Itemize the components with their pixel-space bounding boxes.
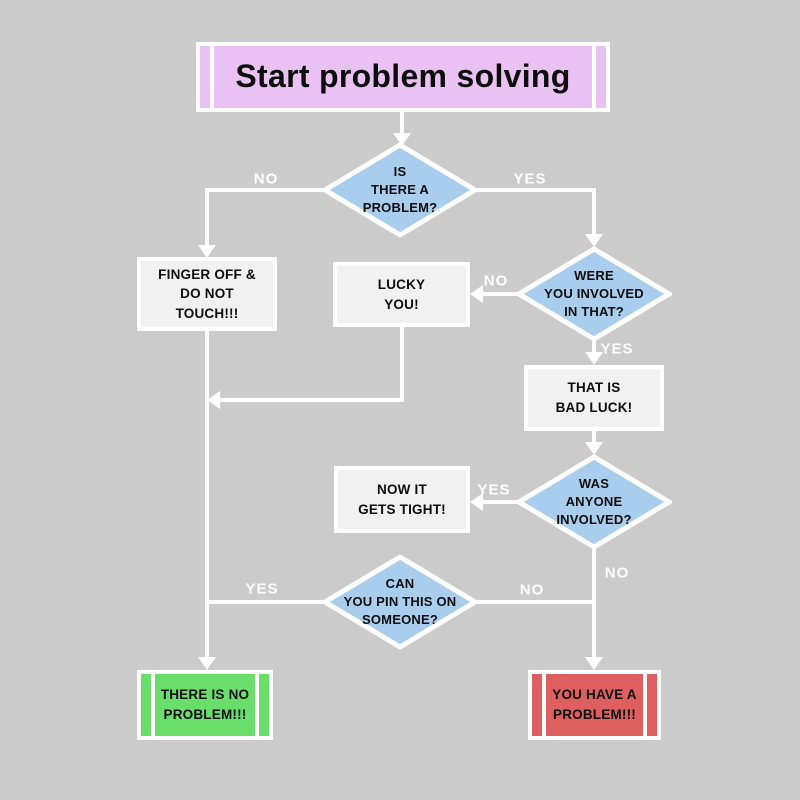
start-node-label: Start problem solving (235, 58, 571, 95)
end-have-problem: YOU HAVE A PROBLEM!!! (528, 670, 661, 740)
process-bad-luck-label: THAT IS BAD LUCK! (555, 380, 633, 415)
edge-problem-no-v (205, 188, 209, 247)
arrowhead-into-anyone-icon (585, 442, 603, 455)
arrowhead-lucky-merge-icon (207, 391, 220, 409)
arrowhead-into-have-problem-icon (585, 657, 603, 670)
end-have-problem-sidebar-right (643, 674, 647, 736)
edge-lucky-return-h (218, 398, 404, 402)
edge-involved-yes (592, 339, 596, 354)
decision-was-anyone-involved-label: WAS ANYONE INVOLVED? (556, 475, 632, 528)
decision-was-anyone-involved: WAS ANYONE INVOLVED? (516, 454, 672, 550)
edge-problem-no-h (205, 188, 327, 192)
edge-label-anyone-no: NO (604, 564, 630, 582)
start-node-sidebar-right (592, 46, 596, 108)
edge-anyone-yes (483, 500, 519, 504)
arrowhead-into-no-problem-icon (198, 657, 216, 670)
edge-label-involved-no: NO (483, 272, 509, 290)
end-no-problem: THERE IS NO PROBLEM!!! (137, 670, 273, 740)
end-have-problem-label: YOU HAVE A PROBLEM!!! (552, 687, 637, 722)
edge-involved-no (483, 292, 519, 296)
diamond-shape-icon (322, 554, 478, 650)
arrowhead-into-problem-icon (393, 133, 411, 146)
end-no-problem-sidebar-right (255, 674, 259, 736)
process-lucky-you: LUCKY YOU! (333, 262, 470, 327)
edge-problem-yes-v (592, 188, 596, 236)
end-no-problem-label: THERE IS NO PROBLEM!!! (160, 687, 250, 722)
edge-pin-no-h (476, 600, 594, 604)
process-lucky-you-label: LUCKY YOU! (377, 276, 426, 312)
edge-lucky-down-v (400, 325, 404, 402)
end-have-problem-sidebar-left (542, 674, 546, 736)
diamond-shape-icon (516, 246, 672, 342)
edge-label-problem-yes: YES (513, 170, 547, 188)
process-gets-tight-label: NOW IT GETS TIGHT! (358, 481, 446, 517)
edge-pin-yes-h (205, 600, 327, 604)
decision-were-you-involved-label: WERE YOU INVOLVED IN THAT? (544, 267, 644, 320)
decision-is-there-a-problem: IS THERE A PROBLEM? (322, 142, 478, 238)
diamond-shape-icon (322, 142, 478, 238)
edge-badluck-to-anyone (592, 430, 596, 444)
arrowhead-into-finger-off-icon (198, 245, 216, 258)
arrowhead-into-bad-luck-icon (585, 352, 603, 365)
edge-problem-yes-h (475, 188, 596, 192)
edge-label-pin-yes: YES (245, 580, 279, 598)
diamond-shape-icon (516, 454, 672, 550)
arrowhead-into-lucky-you-icon (470, 285, 483, 303)
process-bad-luck: THAT IS BAD LUCK! (524, 365, 664, 431)
decision-is-there-a-problem-label: IS THERE A PROBLEM? (362, 163, 438, 216)
decision-were-you-involved: WERE YOU INVOLVED IN THAT? (516, 246, 672, 342)
process-gets-tight: NOW IT GETS TIGHT! (334, 466, 470, 533)
arrowhead-into-involved-icon (585, 234, 603, 247)
end-no-problem-sidebar-left (151, 674, 155, 736)
decision-pin-on-someone-label: CAN YOU PIN THIS ON SOMEONE? (343, 575, 457, 628)
start-node-sidebar-left (210, 46, 214, 108)
decision-pin-on-someone: CAN YOU PIN THIS ON SOMEONE? (322, 554, 478, 650)
edge-label-involved-yes: YES (600, 340, 634, 358)
edge-start-to-problem (400, 112, 404, 135)
edge-label-pin-no: NO (519, 581, 545, 599)
start-node: Start problem solving (196, 42, 610, 112)
process-finger-off-label: FINGER OFF & DO NOT TOUCH!!! (158, 266, 256, 321)
edge-anyone-no-v (592, 547, 596, 659)
arrowhead-into-gets-tight-icon (470, 493, 483, 511)
edge-finger-to-green-v (205, 329, 209, 659)
edge-label-problem-no: NO (253, 170, 279, 188)
edge-label-anyone-yes: YES (477, 481, 511, 499)
process-finger-off: FINGER OFF & DO NOT TOUCH!!! (137, 257, 277, 331)
